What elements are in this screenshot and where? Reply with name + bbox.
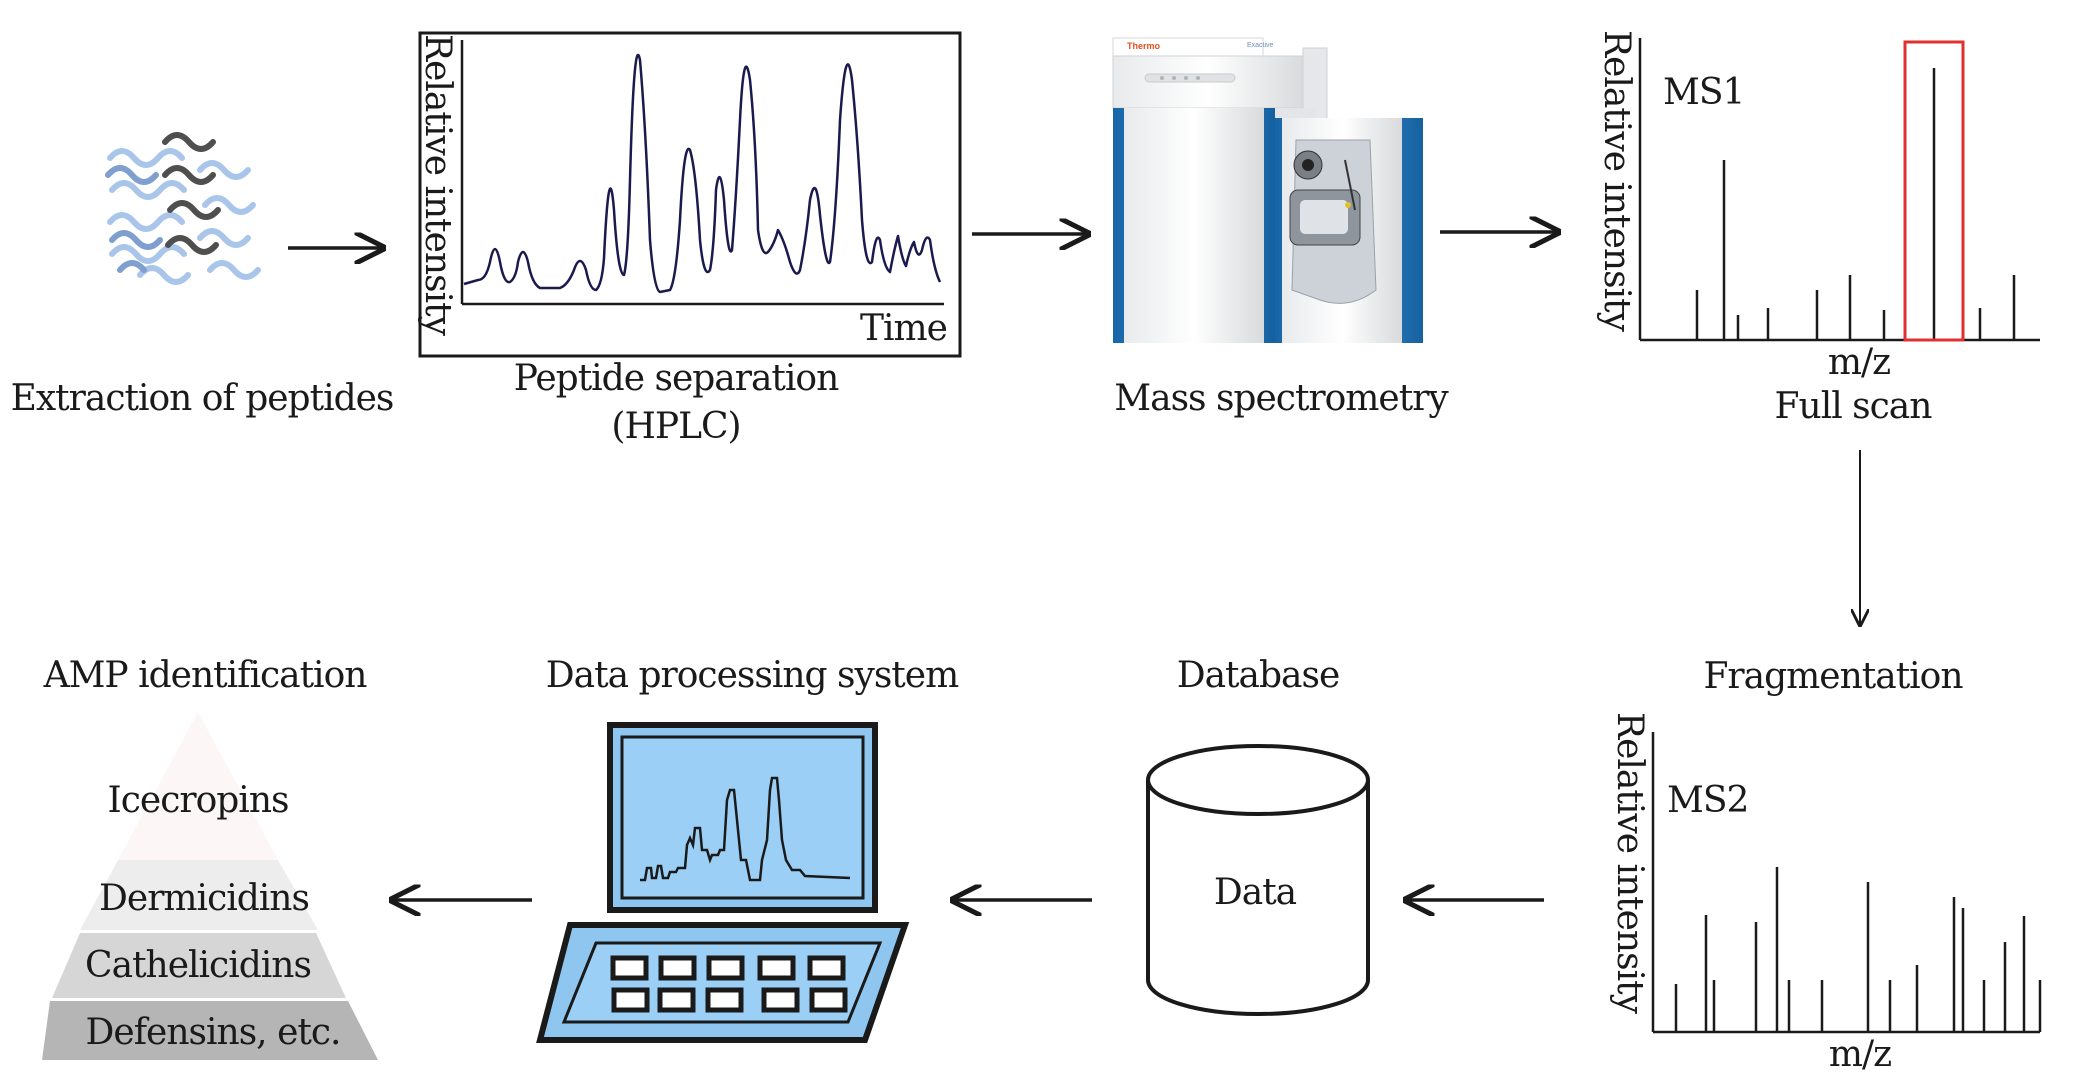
laptop-screen [620, 735, 865, 900]
hplc-xlabel: Time [860, 308, 948, 349]
data-processing-label: Data processing system [545, 655, 959, 696]
laptop-keys [610, 955, 848, 1013]
ms2-tag: MS2 [1667, 780, 1749, 821]
full-scan-label: Full scan [1774, 386, 1933, 427]
pyramid-icon [42, 712, 378, 1060]
database-cylinder-icon [1146, 744, 1370, 1016]
fragmentation-label: Fragmentation [1703, 656, 1963, 697]
laptop-icon [536, 722, 910, 1043]
ms2-spectrum [1651, 732, 2042, 1034]
ms2-xlabel: m/z [1828, 1034, 1892, 1075]
ms1-ylabel: Relative intensity [1596, 30, 1637, 331]
ms2-peaks [1674, 867, 2042, 1032]
hplc-frame [418, 31, 962, 358]
hplc-trace [463, 53, 942, 294]
separation-label-line2: (HPLC) [611, 406, 741, 447]
peptide-strands-icon [105, 132, 261, 285]
instrument-brand: Thermo [1127, 41, 1161, 51]
database-label: Database [1176, 655, 1341, 696]
ms2-ylabel: Relative intensity [1609, 712, 1650, 1013]
pyramid-level-1: Icecropins [107, 780, 290, 821]
instrument-model: Exactive [1247, 42, 1274, 49]
pyramid-level-4: Defensins, etc. [85, 1012, 342, 1053]
hplc-ylabel: Relative intensity [417, 34, 458, 335]
extraction-label: Extraction of peptides [10, 378, 395, 419]
amp-identification-label: AMP identification [43, 655, 368, 696]
ms1-tag: MS1 [1663, 72, 1745, 113]
mass-spectrometer-icon [1112, 37, 1423, 343]
pyramid-level-2: Dermicidins [99, 878, 310, 919]
pyramid-level-3: Cathelicidins [85, 945, 312, 986]
hplc-chromatogram [418, 31, 962, 358]
ms1-spectrum [1638, 38, 2040, 342]
ms1-precursor-highlight [1903, 40, 1965, 342]
laptop-screen-trace [640, 776, 851, 882]
database-cylinder-label: Data [1213, 872, 1297, 913]
ms1-xlabel: m/z [1827, 342, 1891, 383]
separation-label-line1: Peptide separation [513, 358, 840, 399]
mass-spec-label: Mass spectrometry [1114, 378, 1449, 419]
ms1-peaks [1695, 68, 2016, 340]
